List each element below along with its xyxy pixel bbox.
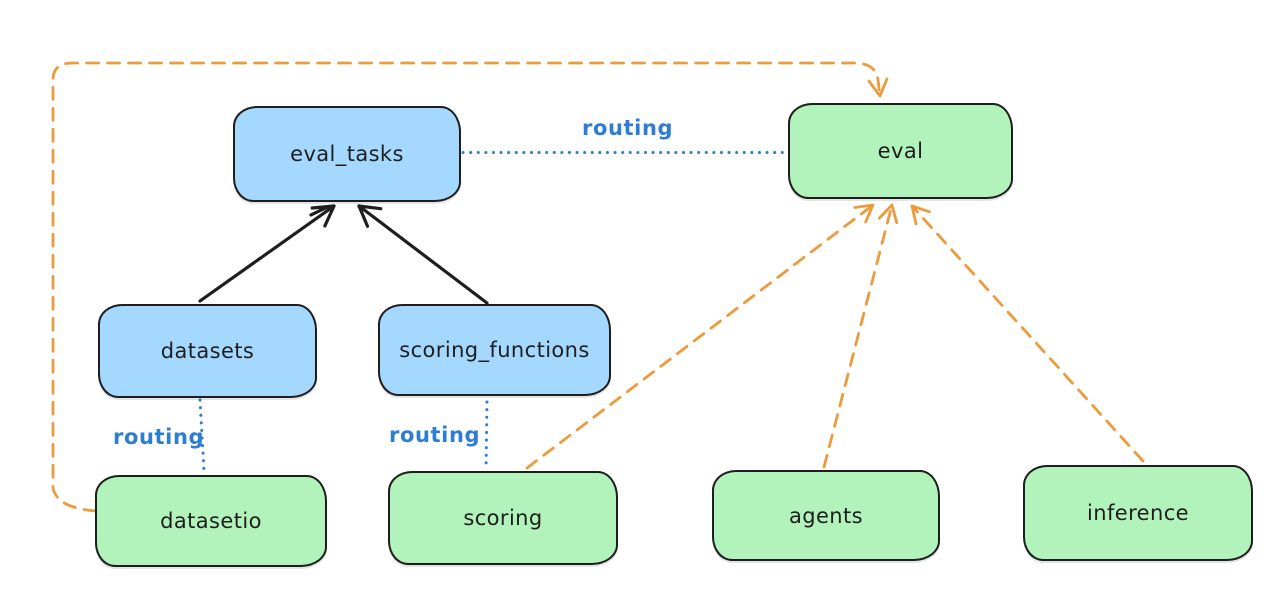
node-datasets-label: datasets (160, 339, 255, 363)
node-eval-tasks-label: eval_tasks (290, 142, 404, 166)
node-datasets: datasets (98, 304, 317, 398)
node-scoring: scoring (388, 471, 618, 565)
edge-datasetio-to-eval (51, 61, 889, 513)
edge-scoring-to-eval (525, 203, 875, 470)
node-datasetio-label: datasetio (160, 509, 262, 533)
node-agents: agents (712, 470, 940, 561)
routing-label-scoring-functions-scoring: routing (389, 423, 481, 447)
edge-scoring-functions-to-eval-tasks (357, 204, 489, 305)
routing-label-eval-tasks-eval: routing (582, 116, 674, 140)
node-scoring-label: scoring (463, 506, 543, 530)
node-inference: inference (1023, 465, 1253, 561)
edge-scoring-functions-to-scoring-routing (484, 400, 489, 471)
node-scoring-functions-label: scoring_functions (399, 338, 590, 362)
edge-inference-to-eval (910, 204, 1145, 463)
node-eval-tasks: eval_tasks (233, 106, 461, 202)
node-datasetio: datasetio (95, 475, 327, 567)
node-agents-label: agents (788, 503, 863, 528)
edge-agents-to-eval (822, 203, 899, 469)
node-eval: eval (788, 103, 1013, 199)
routing-label-datasets-datasetio: routing (113, 425, 205, 449)
node-inference-label: inference (1087, 501, 1189, 525)
node-scoring-functions: scoring_functions (378, 304, 611, 396)
edge-datasets-to-eval-tasks (198, 204, 336, 303)
node-eval-label: eval (877, 139, 924, 163)
